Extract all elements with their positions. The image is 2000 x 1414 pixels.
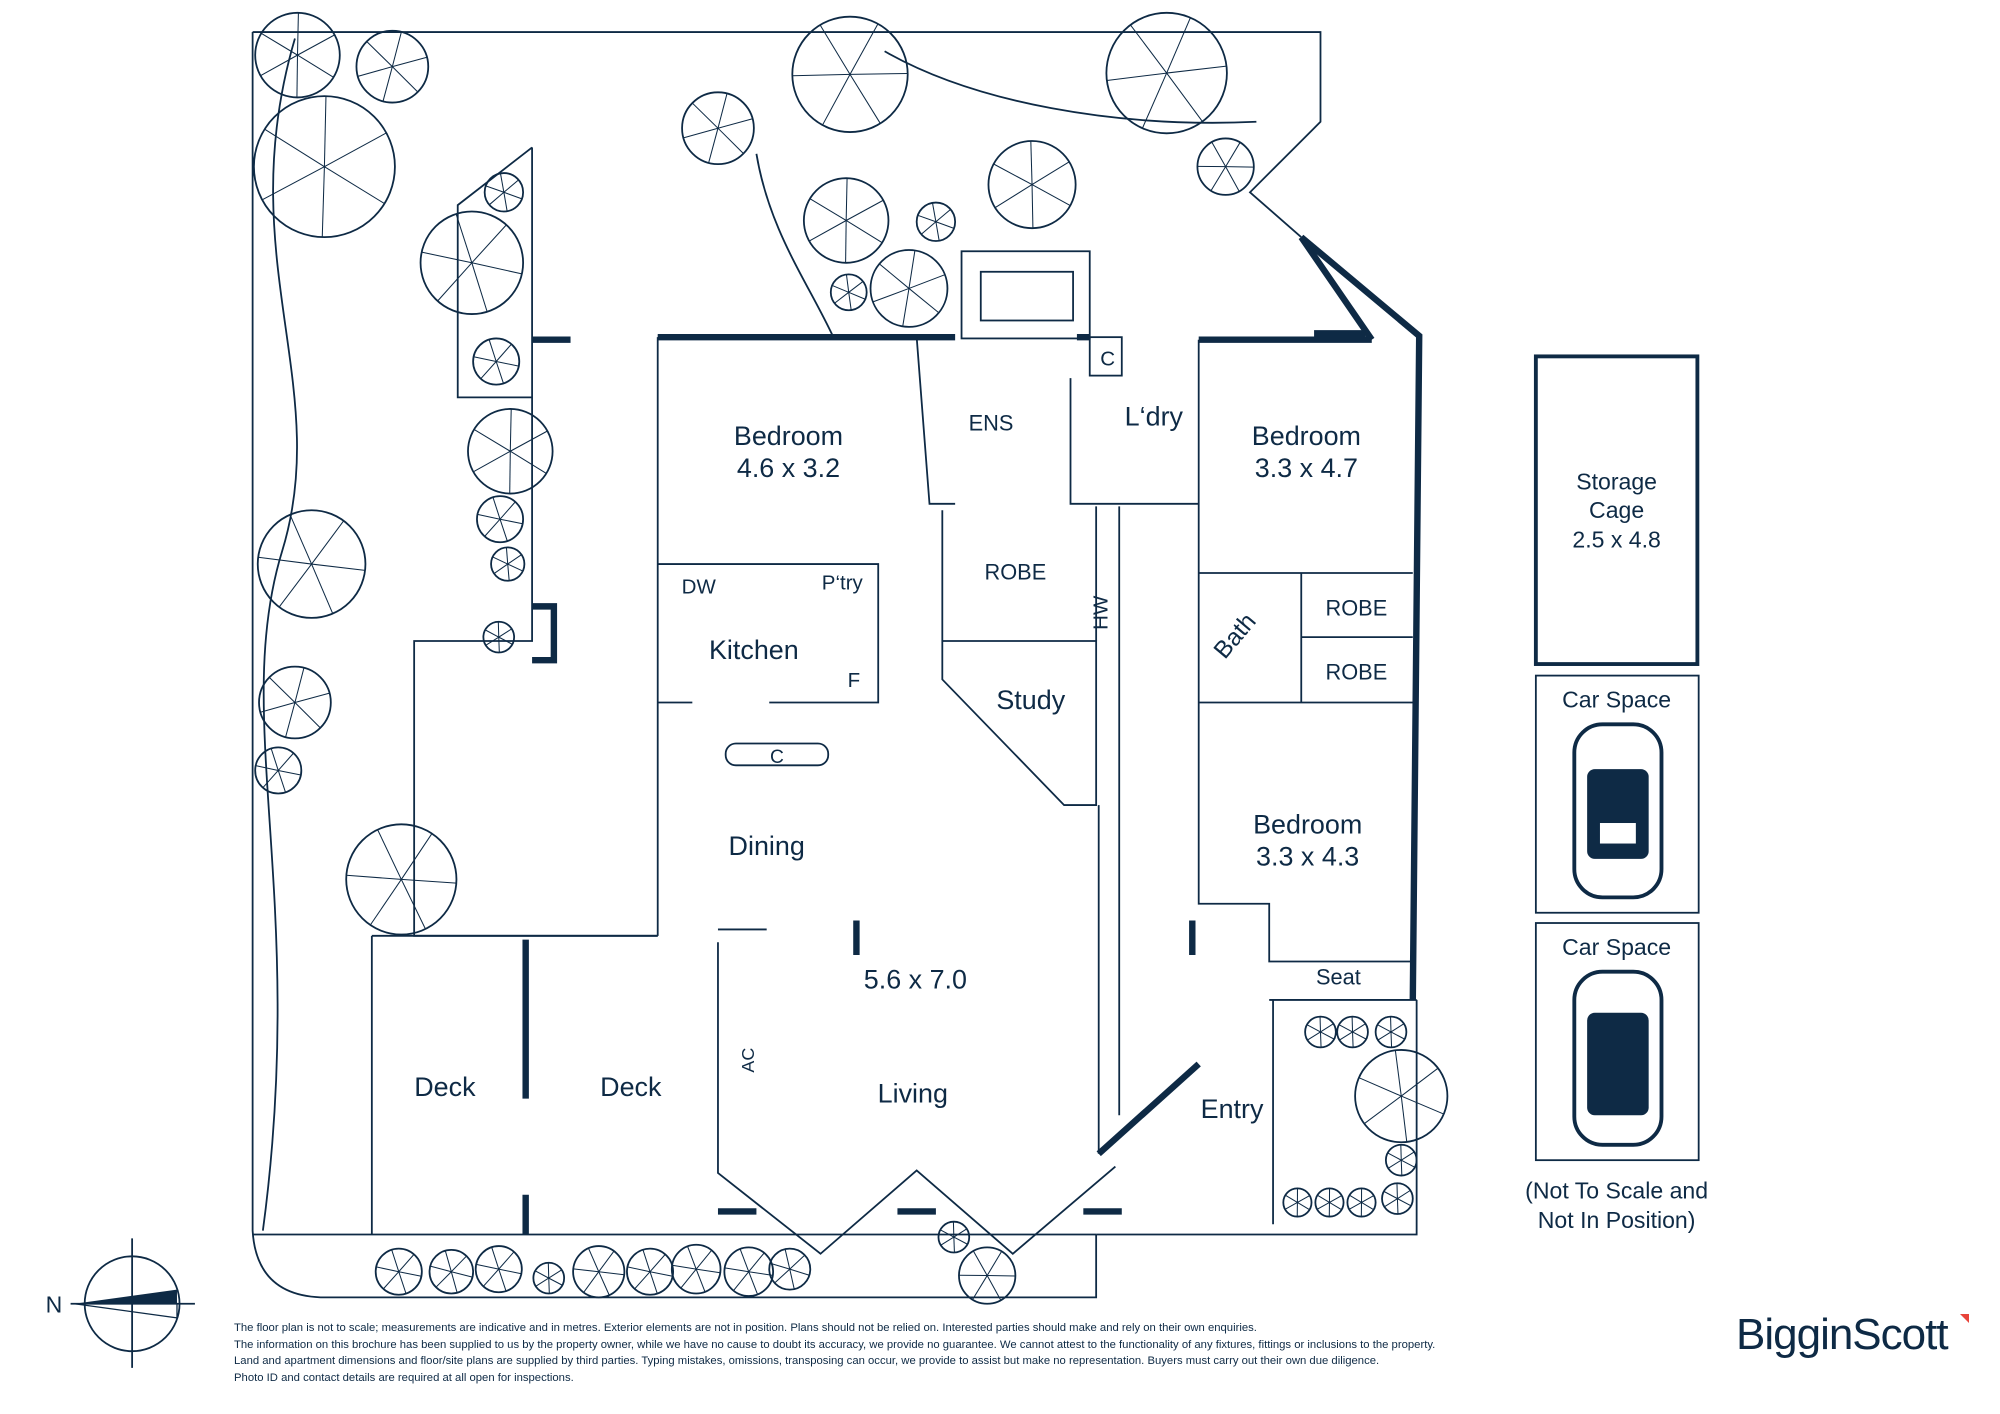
- tree-icon: [670, 1243, 722, 1295]
- dining-label: Dining: [729, 831, 805, 861]
- robe-label: ROBE: [985, 559, 1047, 584]
- tree-icon: [626, 1247, 674, 1296]
- tree-icon: [256, 509, 367, 619]
- ac-label: AC: [738, 1048, 758, 1073]
- site-boundary: [251, 31, 1418, 1299]
- tree-icon: [1196, 137, 1255, 196]
- tree-icon: [345, 823, 458, 936]
- kitchen-label: Kitchen: [709, 635, 799, 665]
- tree-icon: [1105, 11, 1228, 135]
- bedroom-3-name: Bedroom: [1253, 809, 1362, 839]
- tree-icon: [572, 1245, 626, 1299]
- tree-icon: [1304, 1015, 1337, 1049]
- ensuite-label: ENS: [969, 411, 1014, 436]
- storage-label-2: Cage: [1589, 497, 1644, 523]
- tree-icon: [483, 172, 525, 213]
- storage-cage: Storage Cage 2.5 x 4.8: [1533, 354, 1700, 666]
- tree-icon: [258, 665, 332, 740]
- tree-icon: [1282, 1187, 1313, 1218]
- car-icon: [1572, 722, 1664, 900]
- car-space-label-2: Car Space: [1562, 934, 1671, 960]
- bedroom-1-size: 4.6 x 3.2: [737, 453, 840, 483]
- laundry-label: L‘dry: [1125, 402, 1184, 432]
- north-compass-icon: N: [46, 1238, 195, 1368]
- scale-note-2: Not In Position): [1538, 1207, 1696, 1233]
- bath-label: Bath: [1209, 608, 1262, 664]
- house-walls: [370, 234, 1423, 1255]
- tree-icon: [355, 29, 430, 104]
- study-label: Study: [996, 685, 1065, 715]
- tree-icon: [476, 495, 525, 544]
- tree-icon: [490, 546, 526, 582]
- storage-size: 2.5 x 4.8: [1572, 526, 1660, 552]
- car-space-2: Car Space: [1534, 922, 1700, 1162]
- tree-icon: [829, 273, 868, 312]
- car-icon: [1572, 969, 1664, 1147]
- tree-icon: [1314, 1187, 1345, 1218]
- tree-icon: [374, 1247, 423, 1296]
- brand-logo-mark: [1960, 1314, 1969, 1323]
- robe-label-2: ROBE: [1326, 595, 1388, 620]
- tree-icon: [937, 1220, 971, 1254]
- tree-icon: [768, 1247, 812, 1291]
- tree-icon: [1384, 1143, 1418, 1177]
- tree-icon: [1381, 1182, 1414, 1215]
- tree-icon: [532, 1261, 566, 1295]
- tree-icon: [1336, 1015, 1369, 1049]
- tree-icon: [791, 15, 909, 133]
- tree-icon: [987, 140, 1077, 230]
- north-label: N: [46, 1292, 63, 1318]
- tree-icon: [254, 746, 303, 795]
- tree-icon: [254, 11, 341, 99]
- fridge-label: F: [848, 669, 861, 692]
- tree-icon: [802, 177, 890, 264]
- storage-label-1: Storage: [1576, 469, 1657, 495]
- room-labels: Bedroom 4.6 x 3.2 Bedroom 3.3 x 4.7 Bedr…: [414, 347, 1387, 1124]
- tree-icon: [958, 1246, 1017, 1305]
- hot-water-label: HW: [1090, 595, 1113, 630]
- bedroom-3-size: 3.3 x 4.3: [1256, 841, 1359, 871]
- disclaimer-line: Land and apartment dimensions and floor/…: [234, 1355, 1380, 1368]
- seat-label: Seat: [1316, 965, 1361, 990]
- tree-icon: [915, 201, 957, 242]
- disclaimer: The floor plan is not to scale; measurem…: [234, 1320, 1435, 1387]
- entry-label: Entry: [1201, 1094, 1264, 1124]
- tree-icon: [253, 95, 396, 239]
- pantry-label: P‘try: [822, 572, 864, 595]
- tree-icon: [467, 408, 554, 495]
- tree-icon: [482, 620, 516, 654]
- tree-icon: [1354, 1049, 1449, 1144]
- tree-icon: [419, 210, 525, 315]
- tree-icon: [474, 1245, 523, 1294]
- tree-icon: [681, 91, 755, 165]
- cupboard-label: C: [1100, 347, 1115, 370]
- tree-icon: [869, 249, 949, 328]
- car-space-label-1: Car Space: [1562, 687, 1671, 713]
- disclaimer-line: The floor plan is not to scale; measurem…: [234, 1322, 1257, 1334]
- disclaimer-line: Photo ID and contact details are require…: [234, 1372, 574, 1385]
- tree-icon: [723, 1246, 774, 1297]
- tree-icon: [428, 1249, 475, 1295]
- living-label: Living: [878, 1078, 948, 1108]
- car-space-1: Car Space: [1534, 674, 1700, 914]
- robe-label-3: ROBE: [1326, 659, 1388, 684]
- garden-trees: [253, 11, 1449, 1305]
- kitchen-cupboard-label: C: [770, 747, 784, 768]
- deck-label-2: Deck: [600, 1072, 662, 1102]
- tree-icon: [1346, 1187, 1377, 1218]
- bedroom-2-name: Bedroom: [1252, 421, 1361, 451]
- deck-label-1: Deck: [414, 1072, 476, 1102]
- tree-icon: [472, 337, 521, 386]
- tree-icon: [1374, 1015, 1408, 1049]
- disclaimer-line: The information on this brochure has bee…: [234, 1338, 1436, 1351]
- bedroom-2-size: 3.3 x 4.7: [1255, 453, 1358, 483]
- dishwasher-label: DW: [682, 576, 717, 599]
- brand-logo: BigginScott: [1736, 1310, 1949, 1359]
- scale-note-1: (Not To Scale and: [1525, 1178, 1708, 1204]
- living-size: 5.6 x 7.0: [864, 964, 967, 994]
- bedroom-1-name: Bedroom: [734, 421, 843, 451]
